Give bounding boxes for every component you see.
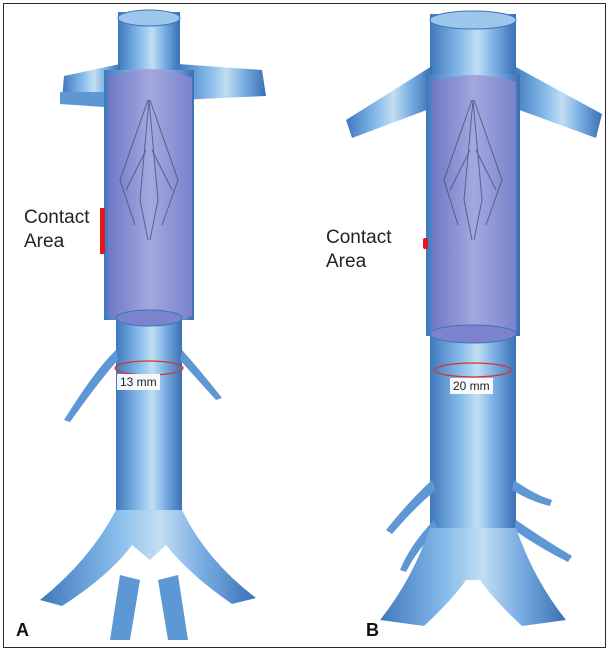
panel-b-letter: B <box>366 620 379 641</box>
panel-b-contact-marker <box>423 238 428 249</box>
panel-a-contact-label-line1: Contact <box>24 206 89 230</box>
panel-a-vessel <box>40 10 266 640</box>
panel-a-contact-label-line2: Area <box>24 230 89 254</box>
panel-b-diameter-label: 20 mm <box>450 378 493 394</box>
panel-b-vessel <box>346 11 602 626</box>
panel-b-contact-label-line1: Contact <box>326 226 391 250</box>
panel-a-contact-label: Contact Area <box>24 206 89 254</box>
panel-a-letter: A <box>16 620 29 641</box>
panel-b-contact-label-line2: Area <box>326 250 391 274</box>
panel-b-contact-label: Contact Area <box>326 226 391 274</box>
panel-a-contact-marker <box>100 208 105 254</box>
panel-a-diameter-label: 13 mm <box>117 374 160 390</box>
